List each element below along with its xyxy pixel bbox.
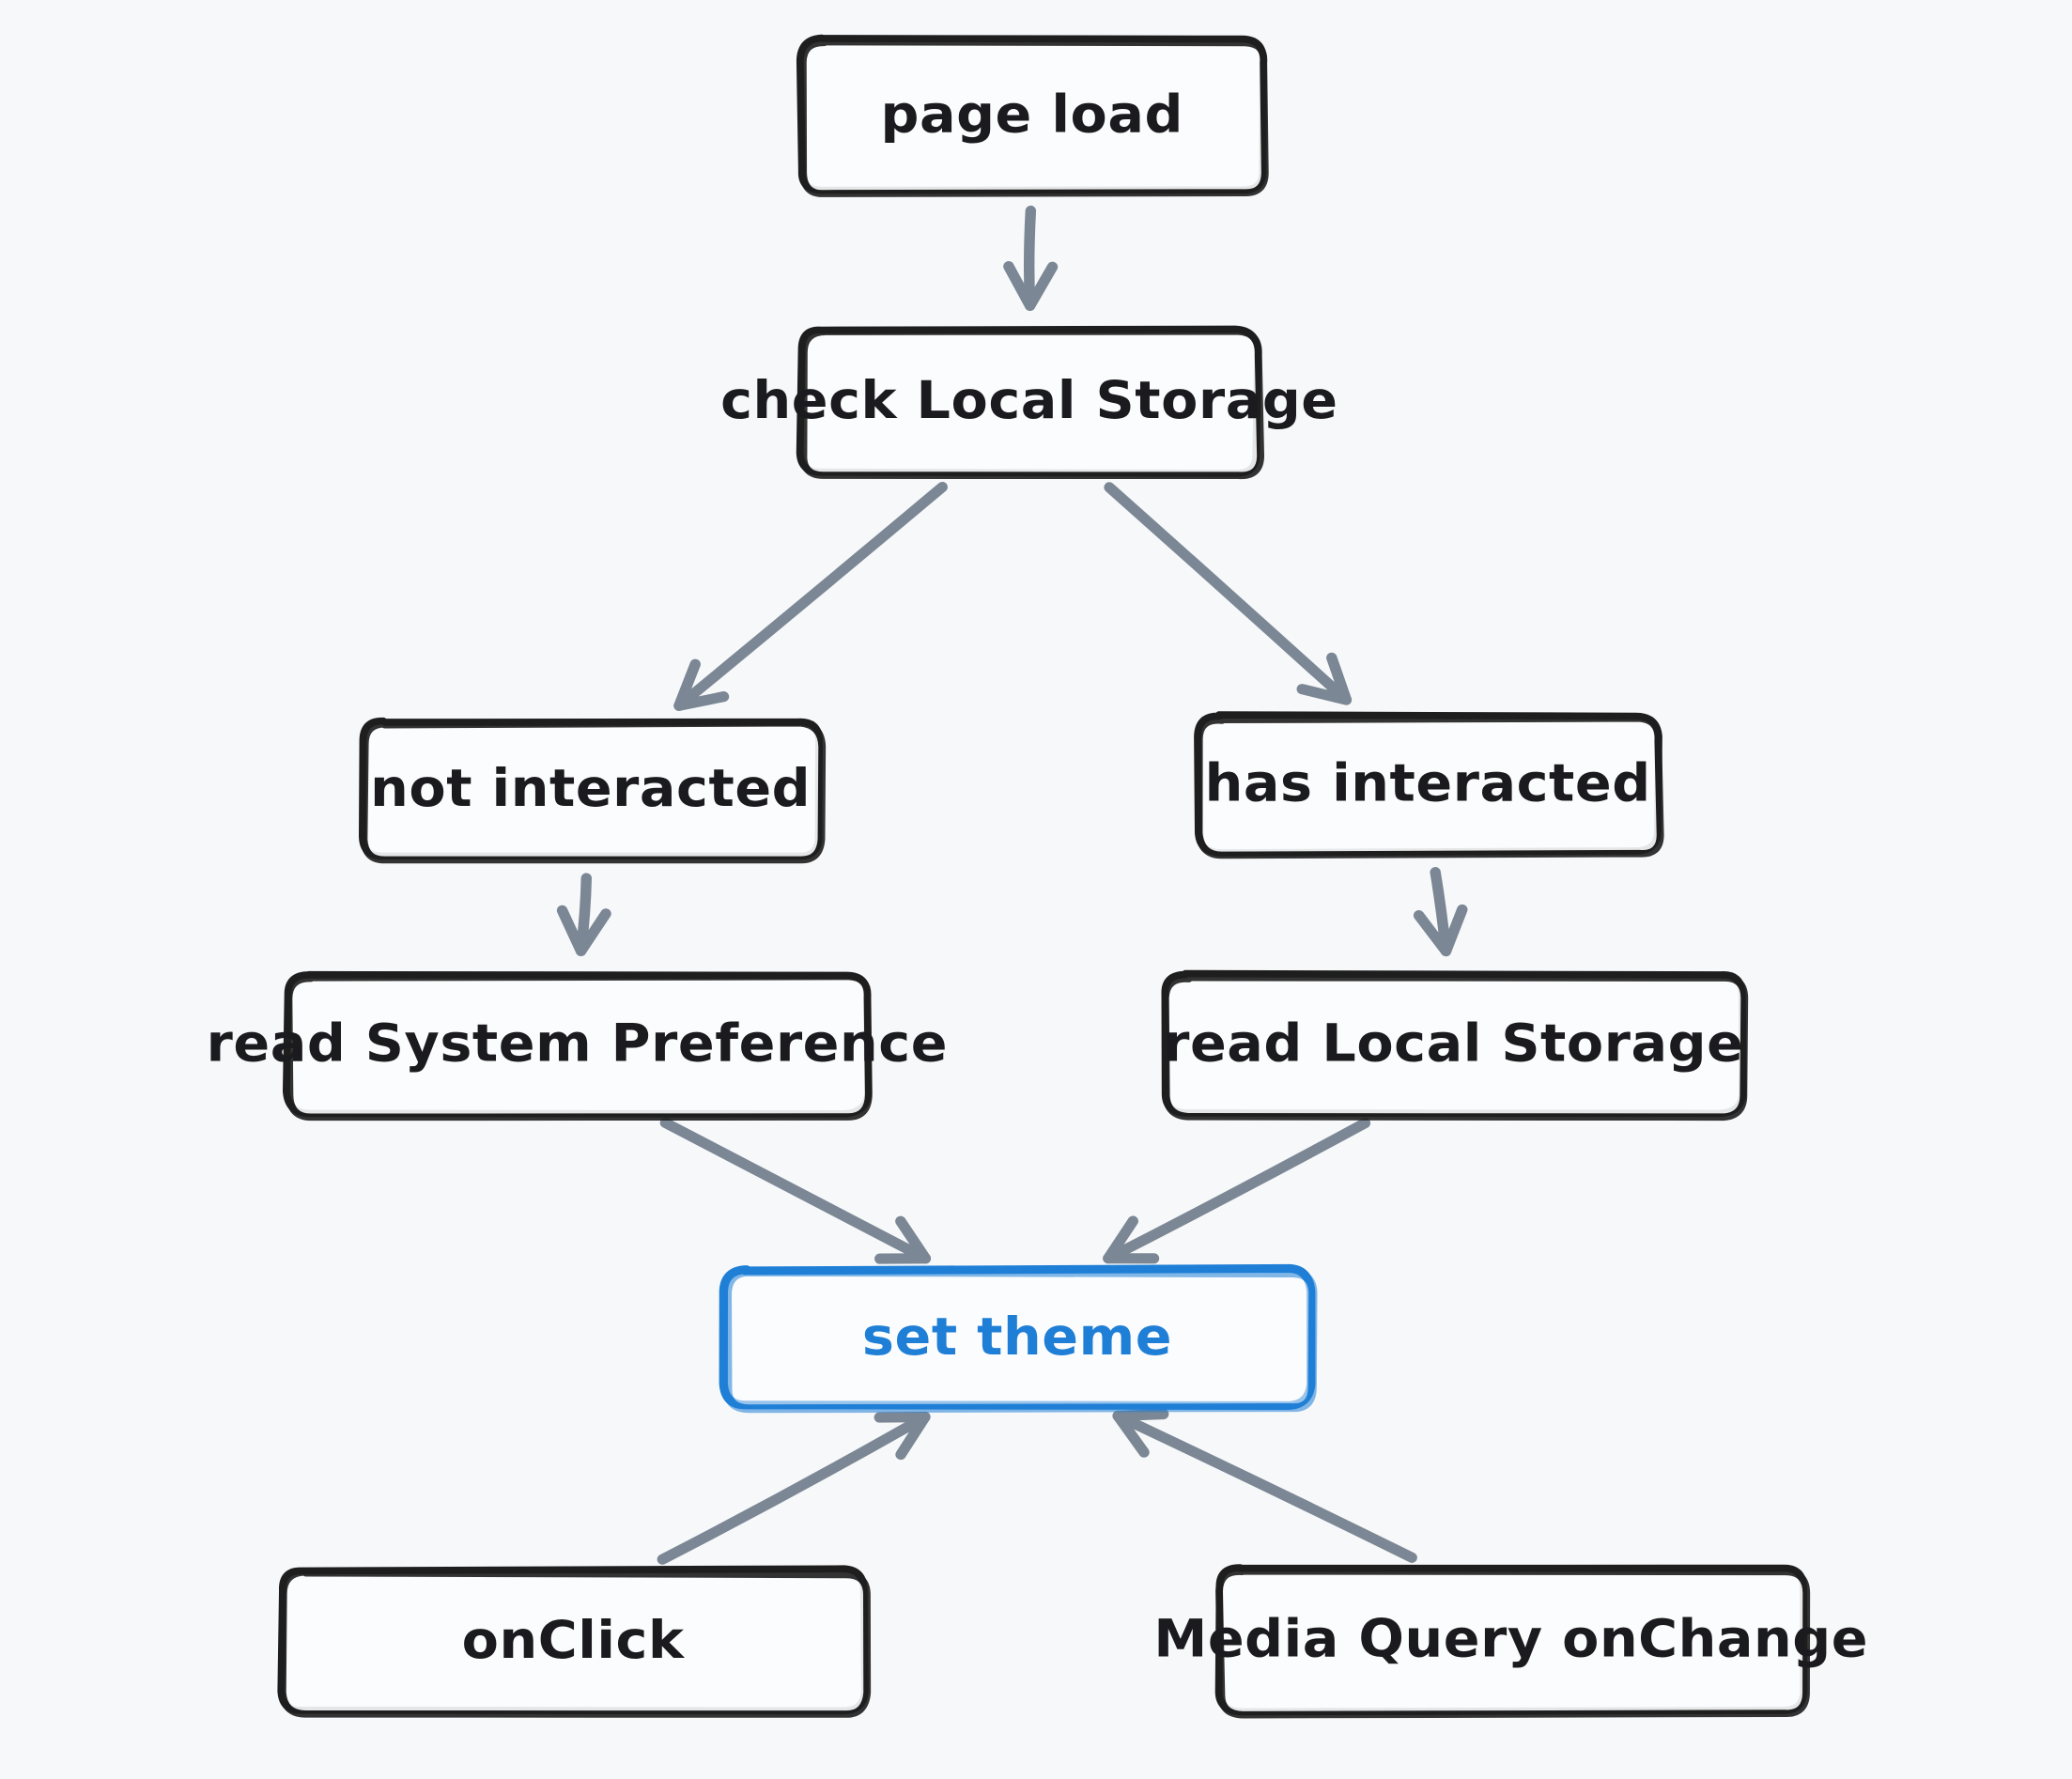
node-outline-pass2 (285, 972, 873, 1122)
node-label: page load (881, 85, 1183, 145)
flow-node-read-system-pref[interactable]: read System Preference (207, 970, 948, 1122)
flow-node-read-local-storage[interactable]: read Local Storage (1161, 969, 1749, 1122)
flow-arrow (659, 1117, 932, 1264)
node-outline-pass2 (360, 719, 827, 864)
node-label: set theme (862, 1307, 1172, 1368)
node-outline-pass2 (798, 38, 1269, 197)
flow-arrow (556, 873, 611, 956)
node-outline-pass2 (1215, 1567, 1811, 1719)
node-label: Media Query onChange (1153, 1609, 1868, 1669)
flow-node-check-local-storage[interactable]: check Local Storage (720, 325, 1338, 480)
flow-node-page-load[interactable]: page load (796, 34, 1269, 197)
edges-layer (556, 205, 1468, 1565)
flow-node-media-query[interactable]: Media Query onChange (1153, 1564, 1868, 1719)
flow-arrow (1413, 867, 1468, 957)
flow-arrow (1112, 1408, 1417, 1563)
flow-arrow (1003, 205, 1059, 311)
node-outline-pass2 (1195, 714, 1664, 859)
flow-node-on-click[interactable]: onClick (277, 1565, 872, 1718)
node-label: onClick (462, 1610, 686, 1670)
node-label: has interacted (1205, 753, 1651, 813)
flow-node-has-interacted[interactable]: has interacted (1194, 711, 1664, 859)
nodes-layer: page load check Local Storage not interact… (207, 34, 1868, 1719)
node-label: not interacted (370, 759, 811, 819)
flow-arrow (657, 1411, 931, 1565)
node-outline-pass2 (722, 1267, 1318, 1414)
node-outline-pass2 (1161, 973, 1749, 1122)
node-label: read Local Storage (1163, 1013, 1743, 1074)
flow-node-set-theme[interactable]: set theme (719, 1263, 1318, 1414)
flow-arrow (673, 481, 948, 711)
flow-arrow (1104, 482, 1353, 705)
flow-arrow (1103, 1118, 1371, 1264)
node-outline-pass2 (278, 1568, 872, 1718)
node-label: read System Preference (207, 1013, 948, 1074)
node-label: check Local Storage (720, 371, 1338, 431)
node-outline-pass2 (799, 327, 1265, 480)
flow-node-not-interacted[interactable]: not interacted (359, 717, 827, 864)
